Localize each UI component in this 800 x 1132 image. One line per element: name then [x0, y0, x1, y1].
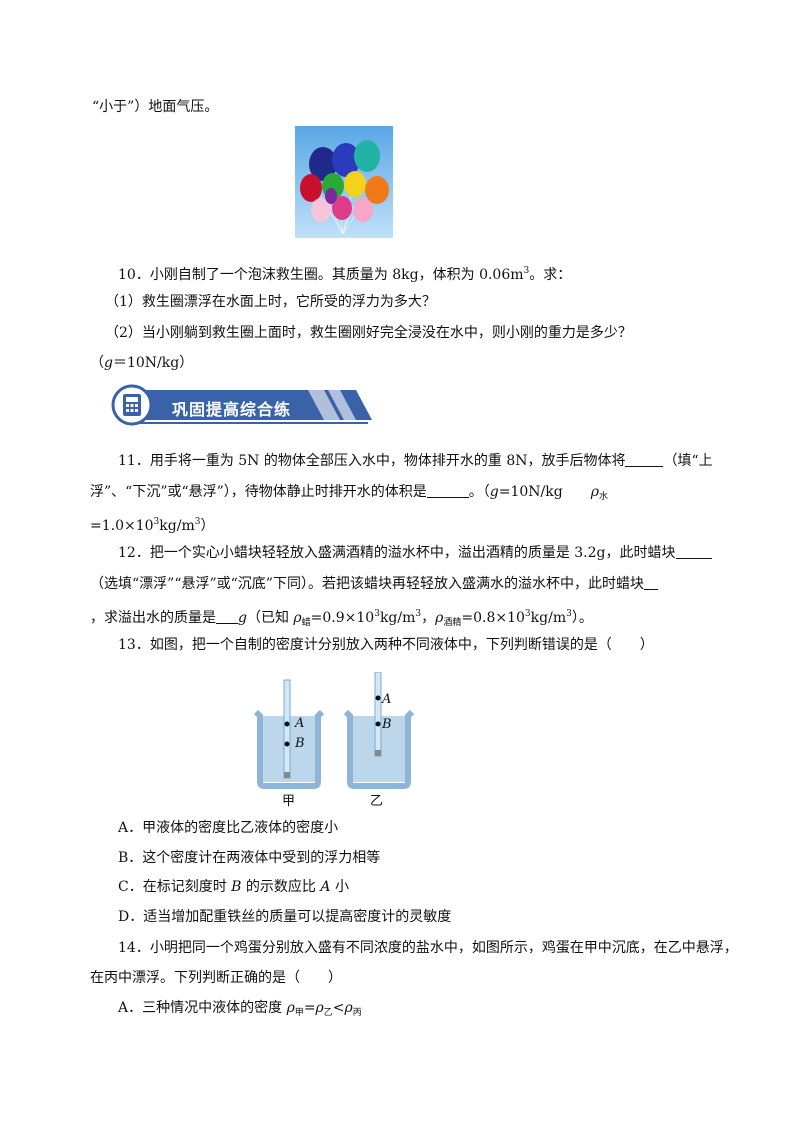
q13-option-b: B．这个密度计在两液体中受到的浮力相等: [118, 850, 381, 866]
point-a-right: A: [382, 692, 392, 707]
q14-option-a: A．三种情况中液体的密度 ρ甲=ρ乙<ρ丙: [118, 1000, 362, 1018]
point-b-left: B: [295, 736, 305, 751]
q12-blank-3: [216, 609, 238, 624]
q14-line1: 14．小明把同一个鸡蛋分别放入盛有不同浓度的盐水中，如图所示，鸡蛋在甲中沉底，在…: [118, 940, 738, 956]
q9-tail-text: “小于”）地面气压。: [92, 99, 219, 115]
q11-blank-1: [625, 452, 664, 467]
q10-part1: （1）救生圈漂浮在水面上时，它所受的浮力为多大？: [105, 294, 436, 310]
q13-option-d: D．适当增加配重铁丝的质量可以提高密度计的灵敏度: [118, 909, 452, 925]
q13-stem: 13．如图，把一个自制的密度计分别放入两种不同液体中，下列判断错误的是（ ）: [118, 637, 654, 653]
beaker-right: [343, 672, 415, 789]
beaker-left: [253, 679, 325, 789]
q10-part2: （2）当小刚躺到救生圈上面时，救生圈刚好完全浸没在水中，则小刚的重力是多少？: [105, 325, 632, 341]
figure-label-right: 乙: [370, 794, 384, 809]
figure-label-left: 甲: [282, 794, 296, 809]
q11-line1: 11．用手将一重为 5N 的物体全部压入水中，物体排开水的重 8N，放手后物体将…: [118, 452, 713, 469]
q13-option-a: A．甲液体的密度比乙液体的密度小: [118, 820, 339, 836]
section-banner: [111, 384, 372, 426]
point-a-left: A: [295, 716, 305, 731]
q12-line1: 12．把一个实心小蜡块轻轻放入盛满酒精的溢水杯中，溢出酒精的质量是 3.2g，此…: [118, 543, 712, 563]
q12-blank-2: [643, 575, 658, 590]
q10-stem: 10．小刚自制了一个泡沫救生圈。其质量为 8kg，体积为 0.06m3。求：: [118, 266, 572, 283]
balloons-image: [295, 126, 393, 238]
q14-line2: 在丙中漂浮。下列判断正确的是（ ）: [90, 970, 342, 986]
q13-option-c: C．在标记刻度时 B 的示数应比 A 小: [118, 879, 349, 895]
q10-given: （g＝10N/kg）: [90, 355, 194, 371]
hydrometer-figure: [253, 672, 415, 789]
q12-blank-1: [675, 544, 712, 559]
point-b-right: B: [382, 717, 392, 732]
q11-blank-2: [426, 483, 469, 498]
q12-line2: （选填“漂浮”“悬浮”或“沉底”下同）。若把该蜡块再轻轻放入盛满水的溢水杯中，此…: [90, 574, 658, 594]
calculator-icon: [123, 394, 141, 416]
banner-title: 巩固提高综合练: [172, 400, 292, 419]
q11-line3: =1.0×103kg/m3）: [90, 517, 215, 534]
